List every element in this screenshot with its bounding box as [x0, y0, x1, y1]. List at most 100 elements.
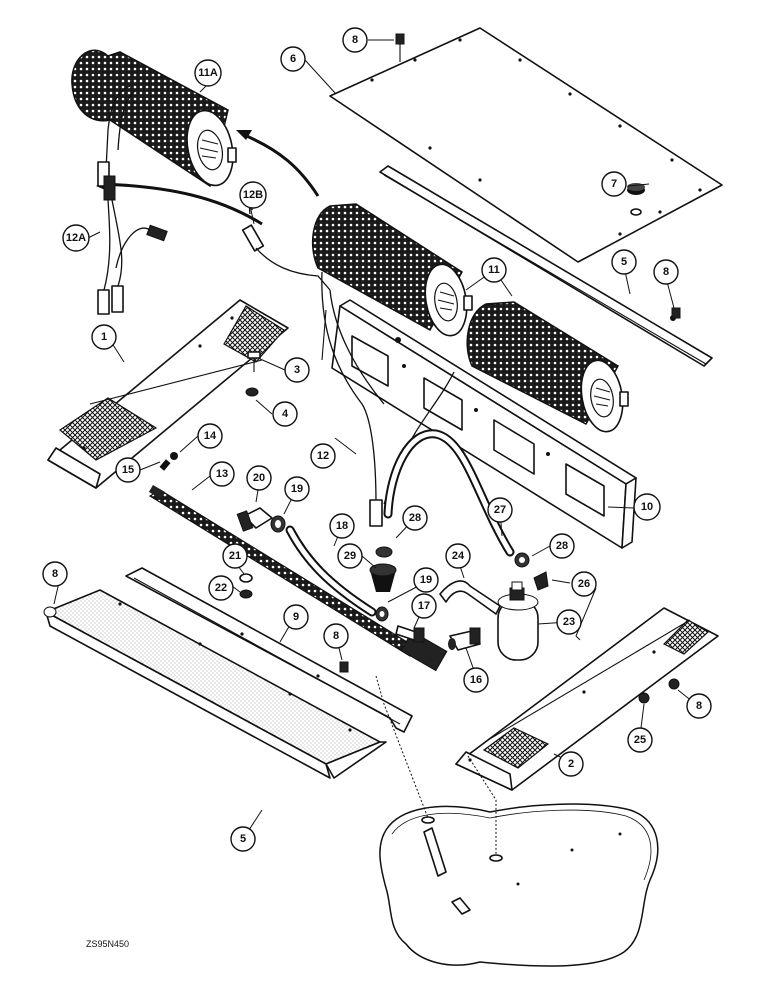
svg-text:7: 7: [611, 178, 617, 190]
svg-text:22: 22: [215, 582, 227, 594]
elbow-26: [533, 571, 549, 591]
svg-text:2: 2: [568, 758, 574, 770]
svg-text:12B: 12B: [243, 189, 263, 201]
svg-text:3: 3: [294, 364, 300, 376]
callout-11a: 11A: [194, 59, 222, 87]
svg-text:9: 9: [293, 611, 299, 623]
blower-housing-panel: [321, 299, 637, 549]
screw-8-middle: [339, 661, 349, 673]
fitting-17: [395, 625, 425, 643]
receiver-drier-23: [497, 581, 539, 661]
callout-12a: 12A: [62, 224, 90, 252]
svg-text:8: 8: [696, 700, 702, 712]
svg-text:20: 20: [253, 472, 265, 484]
callout-8-right-lower: 8: [686, 693, 712, 719]
svg-text:19: 19: [420, 574, 432, 586]
svg-text:26: 26: [578, 578, 590, 590]
svg-text:12A: 12A: [66, 232, 86, 244]
blower-motor-11-right: [466, 301, 629, 433]
callout-22: 22: [208, 575, 234, 601]
callout-4: 4: [272, 401, 298, 427]
svg-text:4: 4: [282, 408, 289, 420]
blower-motor-11a: [71, 49, 237, 188]
callout-24: 24: [445, 543, 471, 569]
svg-text:15: 15: [122, 464, 134, 476]
callout-28-right: 28: [549, 533, 575, 559]
callout-29: 29: [337, 543, 363, 569]
svg-text:10: 10: [641, 501, 653, 513]
svg-text:16: 16: [470, 674, 482, 686]
callout-8-right-upper: 8: [653, 259, 679, 285]
nut-4: [245, 387, 259, 397]
svg-text:27: 27: [494, 504, 506, 516]
hose-18: [285, 525, 377, 617]
svg-text:8: 8: [663, 266, 669, 278]
callout-5-lower: 5: [230, 826, 256, 852]
svg-text:28: 28: [556, 540, 568, 552]
clamp-28-right: [514, 552, 530, 568]
screw-8-left-lower: [43, 606, 57, 618]
svg-text:12: 12: [317, 450, 329, 462]
callout-19-lower: 19: [413, 567, 439, 593]
svg-text:14: 14: [204, 430, 217, 442]
callout-21: 21: [222, 543, 248, 569]
svg-text:11A: 11A: [198, 67, 218, 79]
callout-26: 26: [571, 571, 597, 597]
svg-text:11: 11: [488, 264, 500, 276]
svg-text:25: 25: [634, 734, 646, 746]
svg-text:19: 19: [291, 483, 303, 495]
callout-9: 9: [283, 604, 309, 630]
svg-text:13: 13: [216, 468, 228, 480]
callout-23: 23: [556, 609, 582, 635]
svg-text:18: 18: [336, 520, 348, 532]
bracket-right: [455, 607, 719, 791]
screw-8-top: [395, 33, 405, 62]
hose-27: [383, 429, 515, 557]
bracket-left: [47, 299, 289, 489]
screw-8-right-lower: [668, 678, 680, 690]
callout-12: 12: [310, 443, 336, 469]
trim-strip-upper: [379, 165, 713, 367]
screw-8-right-upper: [671, 307, 681, 319]
clamp-28-left: [375, 546, 393, 558]
blower-motor-11-left: [311, 203, 473, 337]
callout-28-left: 28: [402, 505, 428, 531]
clamp-19-lower: [375, 606, 389, 622]
screen-panel-5: [44, 589, 387, 779]
callout-27: 27: [487, 497, 513, 523]
svg-text:8: 8: [333, 630, 339, 642]
heater-coil: [148, 485, 448, 672]
svg-text:6: 6: [290, 53, 296, 65]
svg-text:21: 21: [229, 550, 241, 562]
callout-13: 13: [209, 461, 235, 487]
bolt-3: [247, 351, 261, 372]
svg-text:23: 23: [563, 616, 575, 628]
callout-5-upper: 5: [611, 249, 637, 275]
svg-text:28: 28: [409, 512, 421, 524]
svg-text:1: 1: [101, 331, 107, 343]
callout-8-middle: 8: [323, 623, 349, 649]
callout-6: 6: [280, 46, 306, 72]
fitting-16: [448, 627, 481, 651]
callout-20: 20: [246, 465, 272, 491]
callout-25: 25: [627, 727, 653, 753]
fitting-20: [236, 507, 273, 532]
svg-text:24: 24: [452, 550, 465, 562]
svg-text:5: 5: [621, 256, 627, 268]
callout-1: 1: [91, 324, 117, 350]
nut-22: [239, 589, 253, 599]
callout-8-left: 8: [42, 561, 68, 587]
svg-text:8: 8: [352, 34, 358, 46]
cover-plate: [329, 27, 723, 263]
svg-text:8: 8: [52, 568, 58, 580]
cab-floor-outline: [375, 587, 659, 967]
callout-14: 14: [197, 423, 223, 449]
callout-19-upper: 19: [284, 476, 310, 502]
callout-17: 17: [411, 593, 437, 619]
drain-cup-29: [369, 563, 397, 592]
callout-3: 3: [284, 357, 310, 383]
mounting-strip-9: [125, 567, 413, 733]
callout-16: 16: [463, 667, 489, 693]
figure-code: ZS95N450: [86, 939, 129, 949]
